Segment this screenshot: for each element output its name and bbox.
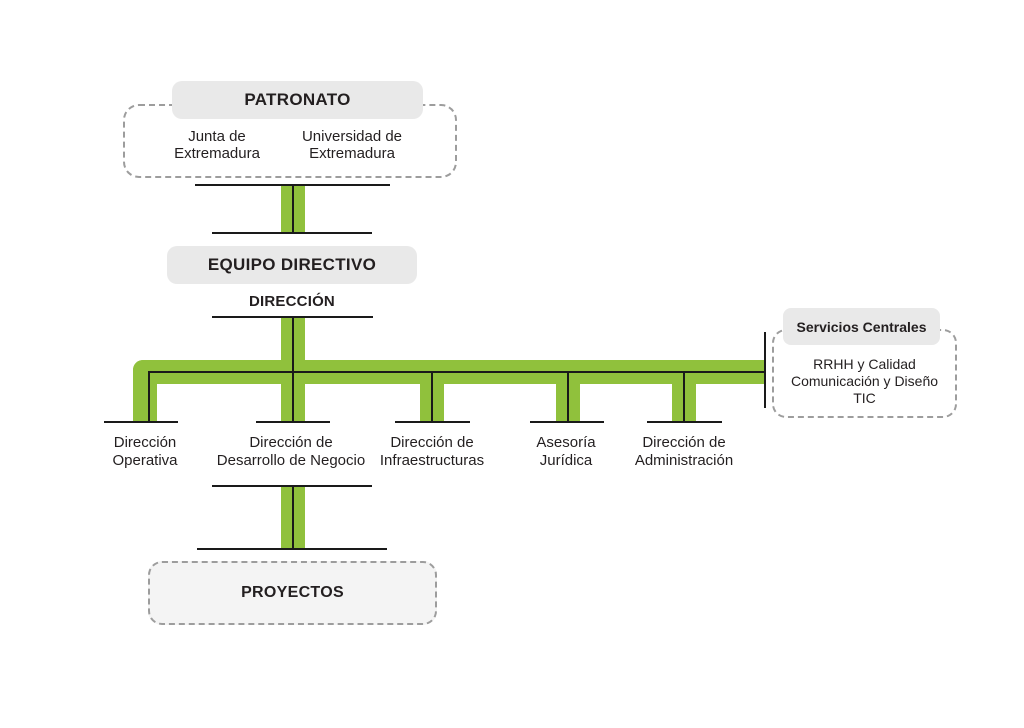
connector-line-desarrollo-proyectos	[292, 486, 294, 548]
dept-administracion-line2: Administración	[634, 452, 734, 469]
dept-tick-administracion	[647, 421, 722, 423]
dept-label-administracion: Dirección de Administración	[599, 434, 769, 470]
servicios-centrales-title: Servicios Centrales	[796, 318, 927, 335]
servicios-item-rrhh: RRHH y Calidad	[813, 356, 916, 372]
connector-line-drop-infraestructuras	[431, 371, 433, 422]
servicios-centrales-items: RRHH y Calidad Comunicación y Diseño TIC	[777, 356, 952, 407]
connector-line-patronato-equipo	[292, 185, 294, 233]
equipo-directivo-header-box: EQUIPO DIRECTIVO	[167, 246, 417, 284]
member-junta-extremadura: Junta de Extremadura	[152, 128, 282, 162]
servicios-centrales-header-box: Servicios Centrales	[783, 308, 940, 345]
dept-operativa-line2: Operativa	[112, 452, 178, 469]
proyectos-title: PROYECTOS	[241, 584, 344, 601]
dept-operativa-line1: Dirección	[113, 434, 177, 451]
connector-line-drop-asesoria	[567, 371, 569, 422]
dept-label-operativa: Dirección Operativa	[60, 434, 230, 470]
dept-tick-infraestructuras	[395, 421, 470, 423]
dept-tick-operativa	[104, 421, 178, 423]
dept-asesoria-line1: Asesoría	[536, 434, 596, 451]
dept-infraestructuras-line1: Dirección de	[390, 434, 474, 451]
dept-desarrollo-line2: Desarrollo de Negocio	[216, 452, 366, 469]
dept-label-desarrollo: Dirección de Desarrollo de Negocio	[206, 434, 376, 470]
servicios-item-comunicacion: Comunicación y Diseño	[790, 373, 939, 389]
dept-tick-asesoria	[530, 421, 604, 423]
connector-line-direccion-drop	[292, 318, 294, 422]
connector-green-elbow-operativa	[133, 360, 157, 422]
member-universidad-line2: Extremadura	[309, 145, 395, 162]
direccion-label: DIRECCIÓN	[249, 293, 335, 310]
dept-label-asesoria: Asesoría Jurídica	[481, 434, 651, 470]
patronato-header-box: PATRONATO	[172, 81, 423, 119]
dept-label-infraestructuras: Dirección de Infraestructuras	[347, 434, 517, 470]
member-universidad-extremadura: Universidad de Extremadura	[282, 128, 422, 162]
dept-administracion-line1: Dirección de	[642, 434, 726, 451]
equipo-directivo-title: EQUIPO DIRECTIVO	[207, 255, 377, 274]
dept-infraestructuras-line2: Infraestructuras	[379, 452, 485, 469]
connector-tick-below-direccion	[212, 316, 373, 318]
dept-desarrollo-line1: Dirección de	[249, 434, 333, 451]
member-junta-line1: Junta de	[188, 128, 246, 145]
connector-line-elbow-operativa	[148, 371, 150, 422]
connector-line-drop-administracion	[683, 371, 685, 422]
connector-tick-servicios	[764, 332, 766, 408]
patronato-title: PATRONATO	[244, 90, 351, 109]
dept-asesoria-line2: Jurídica	[539, 452, 593, 469]
connector-line-band	[148, 371, 765, 373]
proyectos-box: PROYECTOS	[148, 561, 437, 625]
member-universidad-line1: Universidad de	[301, 128, 403, 145]
dept-tick-desarrollo	[256, 421, 330, 423]
servicios-item-tic: TIC	[853, 390, 876, 406]
connector-tick-above-equipo	[212, 232, 372, 234]
member-junta-line2: Extremadura	[174, 145, 260, 162]
connector-tick-above-proyectos	[197, 548, 387, 550]
